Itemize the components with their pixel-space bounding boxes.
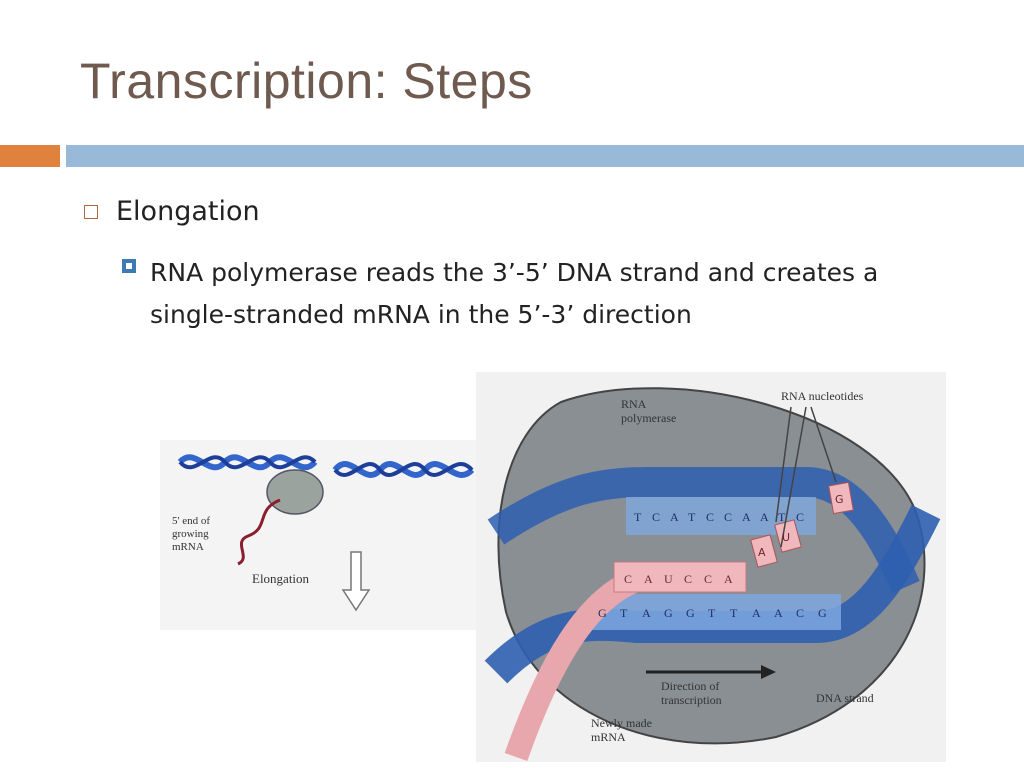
down-arrow-icon [341,551,371,612]
elongation-detail-figure: RNA polymerase RNA nucleotides Direction… [476,372,946,762]
label-5-end-line2: growing [172,528,209,540]
growing-mrna-strand [237,498,281,566]
label-dna-strand: DNA strand [816,691,874,705]
bullet-elongation: Elongation [116,196,260,227]
bottom-strand-base: C [796,606,804,620]
mrna-base: C [704,572,712,586]
slide-title: Transcription: Steps [80,53,533,109]
mrna-base: U [664,572,673,586]
bottom-strand-base: A [752,606,761,620]
free-nucleotide-base: A [758,546,766,559]
elongation-overview-figure: 5' end of growing mRNA Elongation [160,440,480,630]
mrna-pink-strand [504,561,747,761]
label-direction-line1: Direction of [661,679,719,693]
top-strand-base: C [706,510,714,524]
label-5-end-line3: mRNA [172,541,204,553]
dna-double-helix [177,454,475,478]
bottom-strand-base: A [642,606,651,620]
label-newly-made-line2: mRNA [591,730,626,744]
hollow-square-bullet-icon [84,204,98,219]
top-strand-base: C [724,510,732,524]
bottom-strand-base: G [664,606,673,620]
bullet-level-2: RNA polymerase reads the 3’-5’ DNA stran… [122,252,942,336]
top-strand-base: C [652,510,660,524]
bullet-description: RNA polymerase reads the 3’-5’ DNA stran… [150,258,879,329]
direction-arrow-icon [646,665,776,679]
top-strand-base: T [688,510,696,524]
mrna-base: A [644,572,653,586]
label-rna-polymerase-line2: polymerase [621,411,676,425]
bottom-strand-base: G [818,606,827,620]
bottom-strand-base: T [620,606,628,620]
label-rna-nucleotides: RNA nucleotides [781,389,864,403]
label-direction-line2: transcription [661,693,722,707]
top-strand-base: T [778,510,786,524]
title-rule [66,145,1024,167]
top-strand-base: A [670,510,679,524]
label-rna-polymerase-line1: RNA [621,397,647,411]
dna-template-bases [591,594,841,630]
mrna-base: C [624,572,632,586]
title-rule-accent [0,145,60,167]
top-strand-base: T [634,510,642,524]
bottom-strand-base: G [686,606,695,620]
top-strand-base: C [796,510,804,524]
bottom-strand-base: G [598,606,607,620]
label-5-end-line1: 5' end of [172,515,210,527]
bottom-strand-base: T [730,606,738,620]
top-strand-base: A [742,510,751,524]
label-newly-made-line1: Newly made [591,716,652,730]
bullet-level-1: Elongation [84,196,260,227]
free-nucleotide-base: G [835,493,844,506]
bottom-strand-base: A [774,606,783,620]
top-strand-base: A [760,510,769,524]
nucleotide-pointer-lines [775,406,837,548]
bottom-strand-base: T [708,606,716,620]
square-bullet-icon [122,259,136,273]
mrna-base: A [724,572,733,586]
mrna-base: C [684,572,692,586]
free-nucleotide-base: U [782,531,790,544]
rna-polymerase-blob [266,469,324,515]
label-elongation: Elongation [252,571,310,586]
